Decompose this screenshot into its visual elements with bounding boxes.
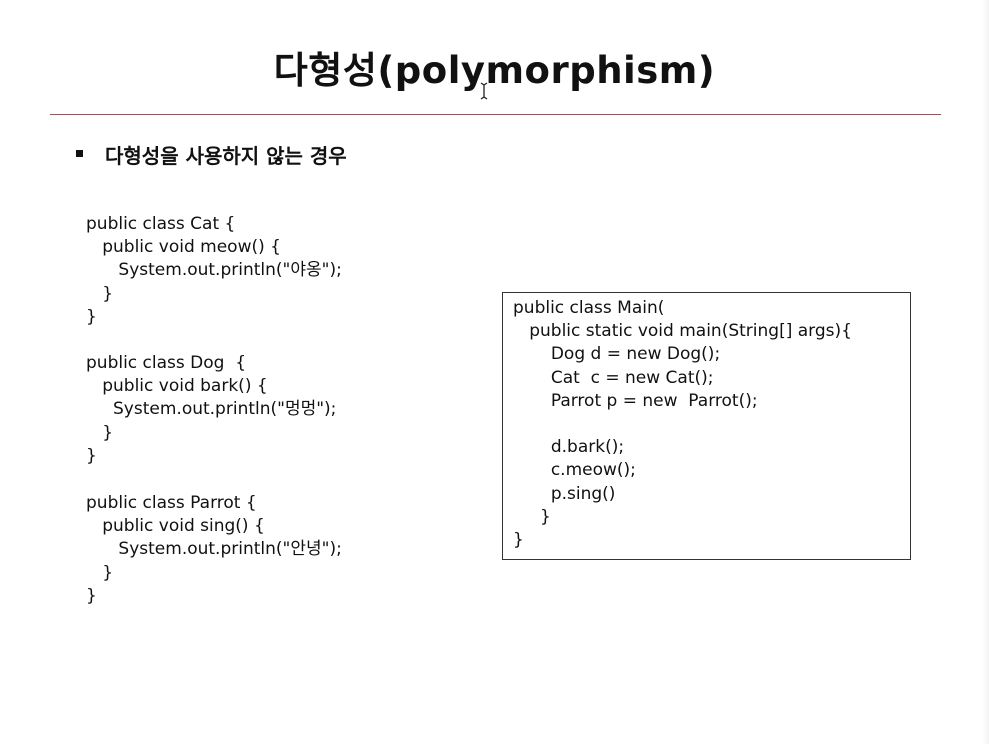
code-line: } [513,529,524,550]
slide-edge [982,0,989,744]
slide-title: 다형성(polymorphism) [273,49,716,92]
code-block-dog: public class Dog { public void bark() { … [86,352,336,468]
code-line: c.meow(); [513,460,636,481]
code-line: public class Dog { [86,353,247,373]
main-class-box: public class Main( public static void ma… [502,292,911,560]
code-line: } [86,585,97,606]
code-line [513,413,852,436]
code-line: } [86,306,97,327]
code-line: System.out.println("안녕"); [86,539,342,560]
text-cursor-icon [480,82,488,100]
code-line: } [513,506,551,527]
code-line: public void bark() { [86,376,268,397]
code-line: d.bark(); [513,437,625,458]
title-divider [50,114,941,115]
code-line: public class Parrot { [86,493,257,513]
code-line: public class Cat { [86,214,236,234]
bullet-text: 다형성을 사용하지 않는 경우 [105,144,347,168]
code-block-main: public class Main( public static void ma… [513,297,852,552]
code-block-cat: public class Cat { public void meow() { … [86,213,342,329]
code-block-parrot: public class Parrot { public void sing()… [86,492,342,608]
code-line: } [86,283,114,304]
code-line: Cat c = new Cat(); [513,367,714,388]
code-line: System.out.println("야옹"); [86,260,342,281]
code-line: Dog d = new Dog(); [513,344,721,365]
code-line: } [86,562,114,583]
code-line: public class Main( [513,298,665,318]
code-line: Parrot p = new Parrot(); [513,390,758,411]
code-line: System.out.println("멍멍"); [86,399,337,420]
code-line: } [86,445,97,466]
code-line: p.sing() [513,483,616,504]
code-line: public static void main(String[] args){ [513,321,852,342]
square-bullet-icon [76,150,83,157]
code-line: public void meow() { [86,237,281,258]
code-line: public void sing() { [86,516,265,537]
code-line: } [86,422,114,443]
